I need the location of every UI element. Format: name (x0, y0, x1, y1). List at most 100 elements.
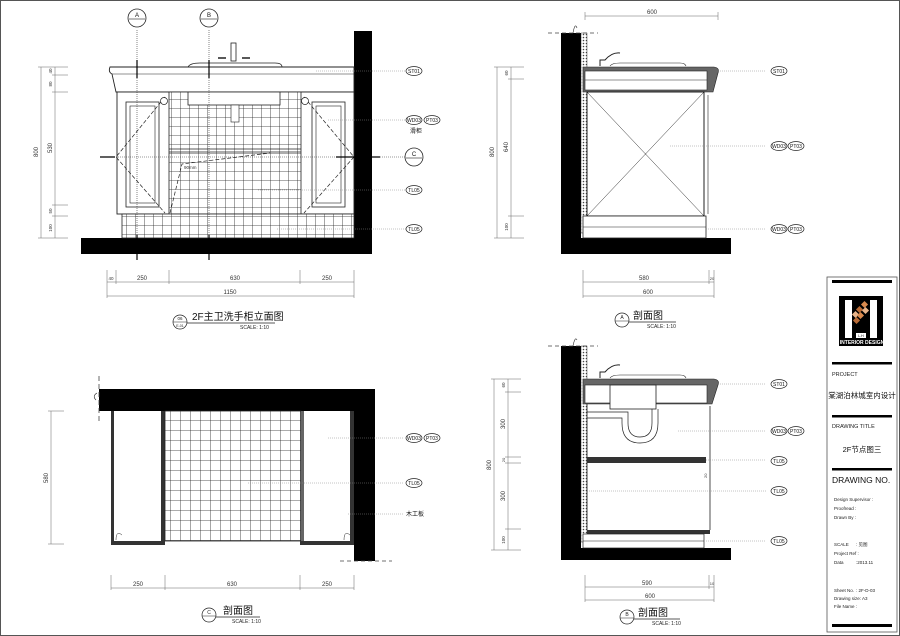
project-name: 棠湖泊林城室内设计 (828, 390, 896, 400)
svg-text:Data: Data (834, 560, 844, 565)
svg-text:800: 800 (490, 146, 496, 157)
svg-text:Proofread :: Proofread : (834, 506, 856, 511)
section-a-title: A 剖面图 SCALE: 1:10 (614, 309, 676, 330)
svg-text:Drawing size: A3: Drawing size: A3 (834, 596, 868, 601)
elevation-title: 06 E-01 2F主卫洗手柜立面图 SCALE: 1:10 (172, 310, 284, 331)
svg-text:590: 590 (642, 581, 653, 587)
svg-text:PT03: PT03 (790, 144, 802, 150)
door-note: 90mm (184, 165, 197, 170)
svg-text:600: 600 (645, 594, 656, 600)
section-c-view: WD03 PT03 TL05 木工板 580 250 630 250 C 剖面图 (44, 376, 441, 625)
tag-tl05-a[interactable]: TL05 (405, 185, 423, 195)
tag-st01[interactable]: ST01 (405, 66, 423, 76)
side-dim: 20 (703, 473, 708, 478)
svg-text:640: 640 (504, 141, 510, 152)
svg-text:SCALE: 1:10: SCALE: 1:10 (652, 621, 681, 627)
svg-text:100: 100 (48, 224, 53, 232)
svg-text:250: 250 (137, 276, 148, 282)
svg-text:PROJECT: PROJECT (832, 372, 858, 378)
section-b-tag-wd03-pt03[interactable]: WD03 PT03 (770, 426, 805, 436)
section-marker-c[interactable]: C (404, 147, 424, 167)
svg-text:PT03: PT03 (426, 436, 438, 442)
svg-text:80: 80 (48, 81, 53, 87)
tag-wd03-pt03[interactable]: WD03 PT03 (405, 115, 441, 125)
svg-text:300: 300 (501, 418, 507, 429)
svg-text:06: 06 (177, 316, 183, 321)
svg-text:Sheet No.: Sheet No. (834, 588, 854, 593)
svg-text:WD03: WD03 (407, 118, 421, 124)
svg-text:600: 600 (647, 10, 658, 16)
elevation-view: 90mm A B ST01 WD03 (34, 8, 441, 331)
svg-text:File Name :: File Name : (834, 604, 857, 609)
section-b-tag-tl05-c[interactable]: TL05 (770, 536, 788, 546)
section-b-tag-st01[interactable]: ST01 (770, 379, 788, 389)
section-marker-b[interactable]: B (199, 8, 219, 28)
section-a-tag-wd03-pt03-base[interactable]: WD03 PT03 (770, 224, 805, 234)
svg-text:250: 250 (322, 582, 333, 588)
company-logo: L.H INTERIOR DESIGN (839, 296, 885, 346)
section-b-tag-tl05-a[interactable]: TL05 (770, 456, 788, 466)
section-c-tag-tl05[interactable]: TL05 (405, 478, 423, 488)
svg-text:580: 580 (639, 276, 650, 282)
svg-text:TL05: TL05 (773, 489, 785, 495)
elevation-horizontal-dims (106, 270, 355, 298)
tile-wall-base (121, 213, 355, 239)
svg-text:C: C (207, 610, 211, 616)
svg-text:WD03: WD03 (772, 227, 786, 233)
svg-text:TL05: TL05 (408, 188, 420, 194)
svg-text:E-01: E-01 (176, 324, 183, 328)
svg-text:INTERIOR DESIGN: INTERIOR DESIGN (840, 340, 885, 346)
svg-text:L.H: L.H (858, 334, 864, 338)
section-c-title: C 剖面图 SCALE: 1:10 (201, 604, 261, 625)
wall (354, 31, 372, 254)
svg-text:: 2F-D-03: : 2F-D-03 (856, 588, 876, 593)
section-b-tag-tl05-b[interactable]: TL05 (770, 486, 788, 496)
section-c-tag-wd03-pt03[interactable]: WD03 PT03 (405, 433, 441, 443)
svg-text:40: 40 (48, 68, 53, 74)
svg-text:50: 50 (48, 208, 53, 214)
section-a-view: 600 ST01 WD03 PT03 WD03 PT03 (490, 10, 805, 330)
note-wood-board: 木工板 (406, 510, 424, 518)
svg-text:600: 600 (643, 290, 654, 296)
tag-tl05-b[interactable]: TL05 (405, 224, 423, 234)
section-b-title: B 剖面图 SCALE: 1:10 (619, 606, 681, 627)
svg-text:剖面图: 剖面图 (638, 606, 668, 619)
svg-text:TL05: TL05 (773, 539, 785, 545)
svg-text::2013.11: :2013.11 (856, 560, 874, 565)
svg-text:Drawn By :: Drawn By : (834, 515, 856, 520)
basin (187, 62, 283, 68)
svg-text:TL05: TL05 (408, 481, 420, 487)
note-sliding-cabinet: 滑柜 (410, 127, 422, 135)
svg-text:PT03: PT03 (790, 429, 802, 435)
svg-text:2F主卫洗手柜立面图: 2F主卫洗手柜立面图 (192, 310, 284, 323)
svg-text:100: 100 (501, 536, 506, 544)
svg-text:ST01: ST01 (408, 69, 420, 75)
section-marker-a[interactable]: A (127, 8, 147, 28)
svg-text:20: 20 (710, 276, 715, 281)
faucet (230, 42, 237, 62)
svg-text:PT03: PT03 (790, 227, 802, 233)
svg-text:100: 100 (504, 223, 509, 231)
floor-slab (81, 238, 372, 254)
svg-text:SCALE: 1:10: SCALE: 1:10 (240, 325, 269, 331)
elevation-vertical-dims (38, 66, 68, 239)
svg-text:DRAWING TITLE: DRAWING TITLE (832, 424, 875, 430)
svg-text:SCALE: 1:10: SCALE: 1:10 (232, 619, 261, 625)
svg-text:剖面图: 剖面图 (633, 309, 663, 322)
svg-text:B: B (207, 13, 211, 19)
svg-text:300: 300 (501, 490, 507, 501)
svg-text:Design Supervisor :: Design Supervisor : (834, 497, 873, 502)
svg-text:C: C (412, 152, 417, 158)
door-right (311, 101, 346, 208)
section-a-tag-st01[interactable]: ST01 (770, 66, 788, 76)
svg-text:Project Ref :: Project Ref : (834, 551, 859, 556)
section-a-tag-wd03-pt03[interactable]: WD03 PT03 (770, 141, 805, 151)
svg-text:A: A (135, 13, 139, 19)
svg-text:630: 630 (230, 276, 241, 282)
svg-text:250: 250 (133, 582, 144, 588)
svg-text:630: 630 (227, 582, 238, 588)
countertop (108, 66, 355, 93)
svg-text:: 见图: : 见图 (856, 542, 868, 548)
svg-text:530: 530 (48, 142, 54, 153)
